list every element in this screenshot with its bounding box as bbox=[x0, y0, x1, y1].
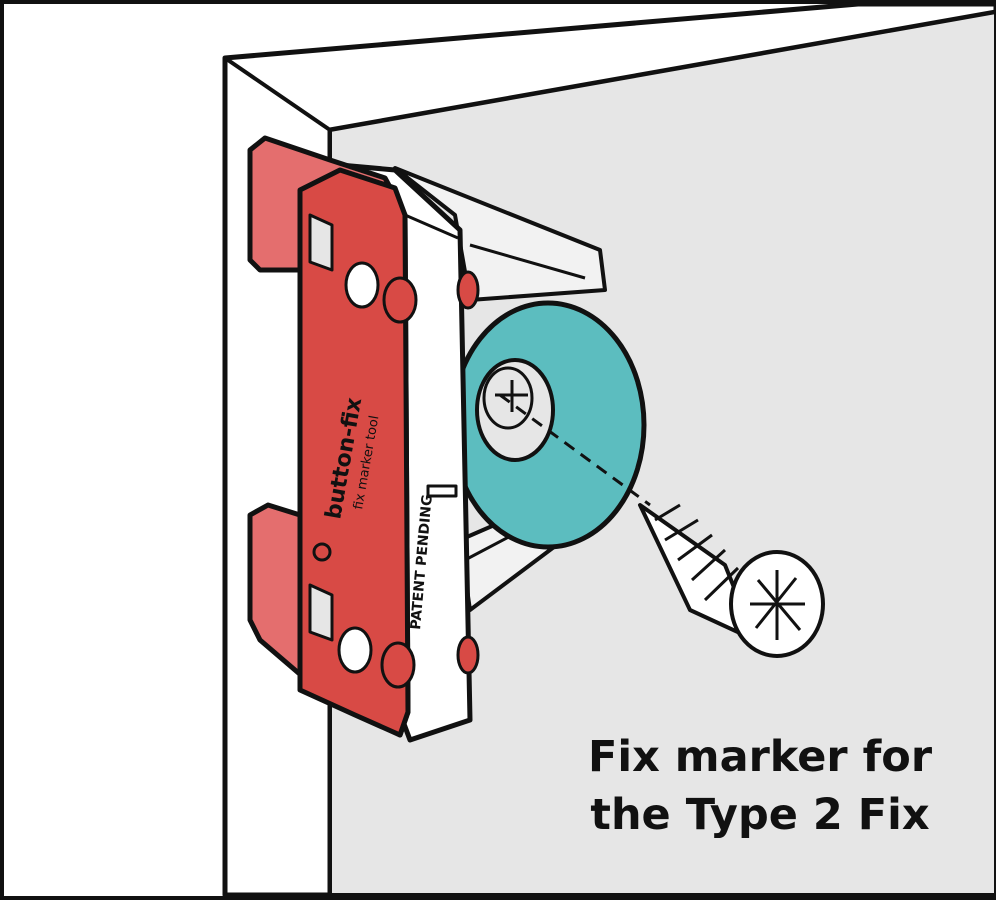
caption-line-2: the Type 2 Fix bbox=[590, 790, 930, 840]
caption: Fix marker for the Type 2 Fix bbox=[540, 728, 980, 844]
fix-marker-icon bbox=[247, 135, 480, 738]
screw-icon bbox=[638, 503, 825, 658]
caption-line-1: Fix marker for bbox=[587, 732, 933, 782]
washer-icon bbox=[449, 300, 647, 550]
screw-guide-line bbox=[499, 393, 651, 507]
